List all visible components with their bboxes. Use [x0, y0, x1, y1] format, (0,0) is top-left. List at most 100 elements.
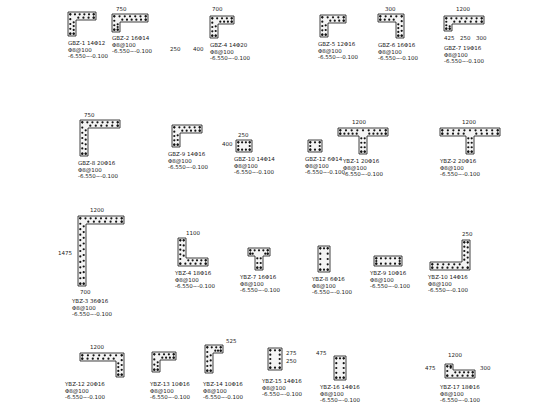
rebar-dot — [401, 35, 403, 37]
rebar-dot — [211, 22, 213, 24]
rebar-dot — [97, 358, 99, 360]
rebar-dot — [69, 28, 71, 30]
rebar-dot — [460, 17, 462, 19]
section-label: -6.550~-0.100 — [428, 287, 468, 293]
rebar-dot — [463, 246, 465, 248]
rebar-dot — [356, 129, 358, 131]
rebar-dot — [140, 19, 142, 21]
rebar-dot — [327, 269, 329, 271]
rebar-dot — [220, 346, 222, 348]
rebar-dot — [446, 365, 448, 367]
section-label: -6.550~-0.100 — [234, 169, 274, 175]
rebar-dot — [231, 21, 233, 23]
rebar-dot — [360, 146, 362, 148]
rebar-dot — [319, 149, 321, 151]
rebar-dot — [321, 34, 323, 36]
section-label: Φ8@100 — [72, 305, 96, 311]
rebar-dot — [93, 221, 95, 223]
section-label: YBZ-12 20Φ16 — [65, 381, 105, 387]
section-label: YBZ-2 20Φ16 — [440, 158, 476, 164]
section-label: GBZ-6 16Φ16 — [378, 42, 415, 48]
rebar-dot — [104, 221, 106, 223]
dimension: 300 — [476, 35, 487, 41]
rebar-dot — [441, 267, 443, 269]
rebar-dot — [309, 149, 311, 151]
section-label: Φ8@100 — [210, 49, 234, 55]
rebar-dot — [139, 15, 141, 17]
rebar-dot — [450, 365, 452, 367]
column-section — [378, 14, 404, 38]
rebar-dot — [153, 369, 155, 371]
rebar-dot — [121, 354, 123, 356]
rebar-dot — [321, 34, 323, 36]
rebar-dot — [113, 15, 115, 17]
rebar-dot — [245, 141, 247, 143]
rebar-dot — [83, 265, 85, 267]
column-section — [445, 364, 475, 378]
rebar-dot — [256, 267, 258, 269]
section-label: Φ8@100 — [428, 281, 452, 287]
rebar-dot — [92, 354, 94, 356]
section-label: -6.550~-0.100 — [318, 54, 358, 60]
column-section — [318, 246, 330, 272]
rebar-dot — [81, 358, 83, 360]
dimension: 525 — [226, 338, 237, 344]
rebar-dot — [194, 263, 196, 265]
rebar-dot — [100, 125, 102, 127]
rebar-dot — [74, 13, 76, 15]
rebar-dot — [115, 221, 117, 223]
section-label: GBZ-2 16Φ14 — [112, 35, 149, 41]
rebar-dot — [83, 231, 85, 233]
rebar-dot — [343, 20, 345, 22]
rebar-dot — [452, 133, 454, 135]
rebar-dot — [249, 145, 251, 147]
section-label: -6.550~-0.100 — [68, 53, 108, 59]
rebar-dot — [79, 228, 81, 230]
column-section — [440, 128, 500, 154]
rebar-dot — [83, 13, 85, 15]
section-label: Φ8@100 — [240, 281, 264, 287]
rebar-dot — [223, 21, 225, 23]
column-section — [444, 16, 484, 31]
rebar-dot — [83, 242, 85, 244]
rebar-dot — [463, 133, 465, 135]
rebar-dot — [314, 149, 316, 151]
rebar-dot — [267, 249, 269, 251]
rebar-dot — [73, 29, 75, 31]
rebar-dot — [481, 133, 483, 135]
rebar-dot — [497, 129, 499, 131]
rebar-dot — [389, 263, 391, 265]
rebar-dot — [121, 19, 123, 21]
rebar-dot — [205, 259, 207, 261]
dimension: 425 — [444, 35, 455, 41]
rebar-dot — [260, 267, 262, 269]
section-label: GBZ-8 20Φ16 — [78, 160, 115, 166]
rebar-dot — [368, 133, 370, 135]
rebar-dot — [220, 346, 222, 348]
rebar-dot — [220, 350, 222, 352]
rebar-dot — [385, 133, 387, 135]
rebar-dot — [81, 153, 83, 155]
section-label: YBZ-1 20Φ16 — [343, 158, 379, 164]
rebar-dot — [343, 20, 345, 22]
rebar-dot — [448, 263, 450, 265]
rebar-dot — [338, 20, 340, 22]
rebar-dot — [179, 258, 181, 260]
rebar-dot — [173, 126, 175, 128]
rebar-dot — [279, 358, 281, 360]
dimension: 300 — [480, 365, 491, 371]
rebar-dot — [335, 357, 337, 359]
rebar-dot — [100, 217, 102, 219]
rebar-dot — [262, 249, 264, 251]
rebar-dot — [83, 283, 85, 285]
rebar-dot — [85, 129, 87, 131]
rebar-dot — [256, 262, 258, 264]
rebar-dot — [486, 129, 488, 131]
rebar-dot — [115, 354, 117, 356]
rebar-dot — [81, 126, 83, 128]
rebar-dot — [126, 19, 128, 21]
rebar-dot — [231, 17, 233, 19]
rebar-dot — [343, 362, 345, 364]
rebar-dot — [456, 267, 458, 269]
rebar-dot — [467, 142, 469, 144]
